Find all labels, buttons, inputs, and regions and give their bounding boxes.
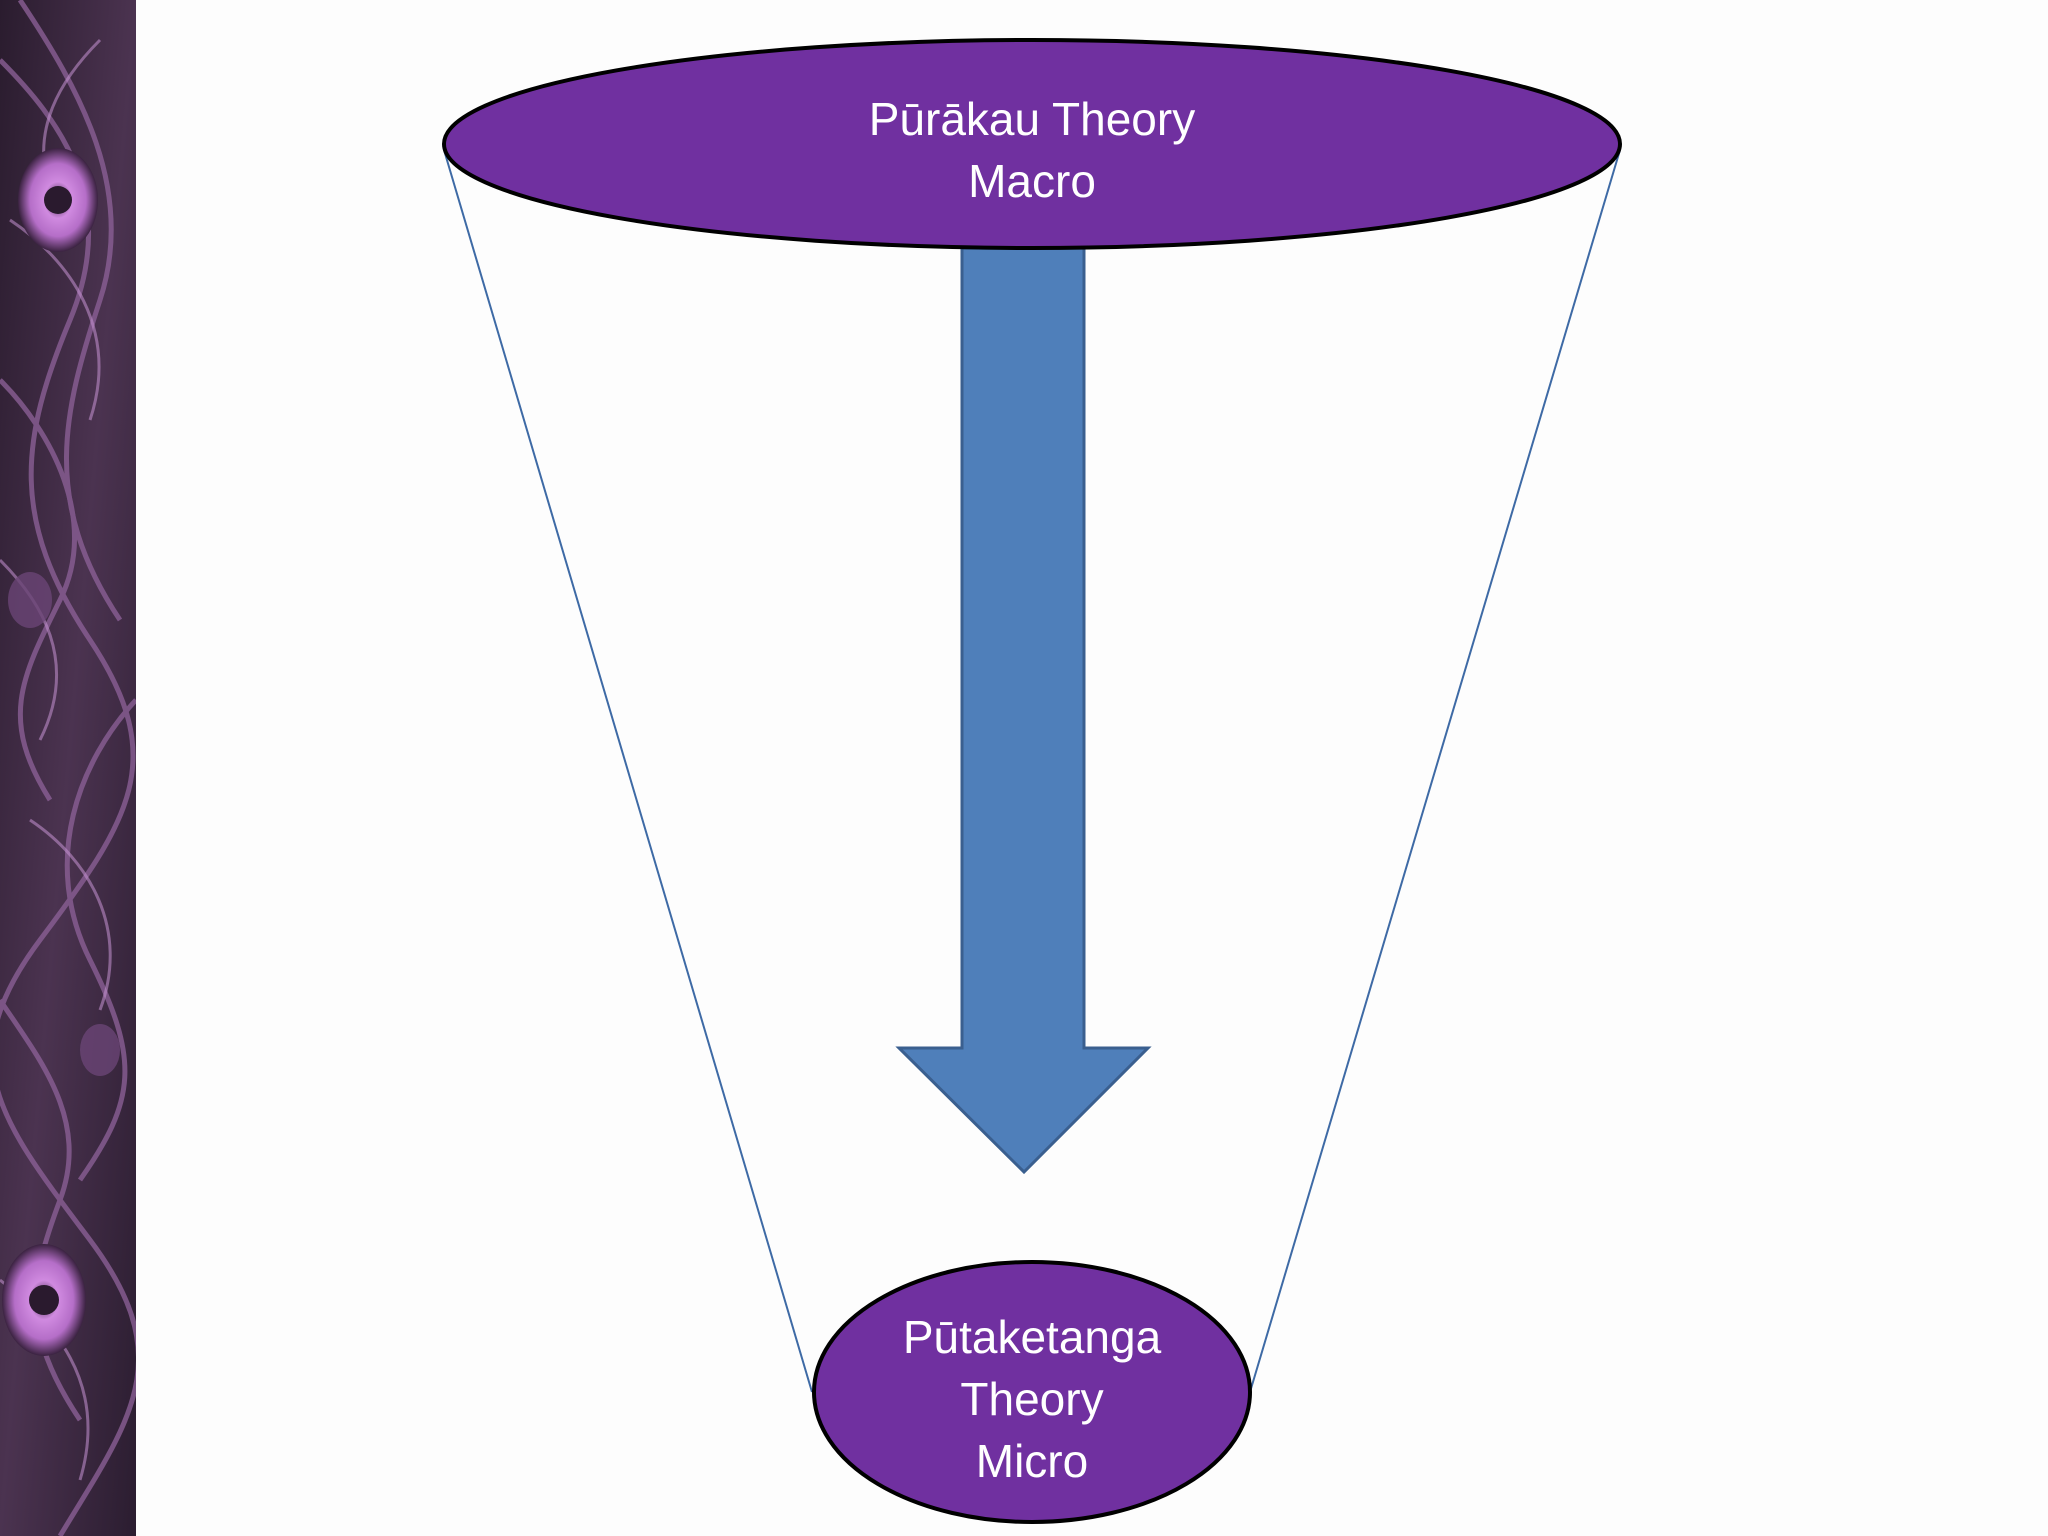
macro-level: Macro (968, 155, 1096, 207)
funnel-left-line (443, 149, 813, 1393)
macro-title: Pūrākau Theory (868, 93, 1196, 145)
macro-ellipse (442, 38, 1622, 250)
macro-label: Pūrākau Theory Macro (782, 88, 1282, 212)
carved-pattern-image (0, 0, 136, 1536)
micro-title: Pūtaketanga (902, 1311, 1162, 1363)
carved-pattern-art (0, 0, 136, 1536)
micro-theory: Theory (960, 1373, 1104, 1425)
micro-ellipse (812, 1260, 1252, 1524)
funnel-right-line (1249, 149, 1621, 1393)
down-arrow (895, 246, 1152, 1175)
micro-label: Pūtaketanga Theory Micro (832, 1306, 1232, 1492)
micro-level: Micro (975, 1435, 1089, 1487)
